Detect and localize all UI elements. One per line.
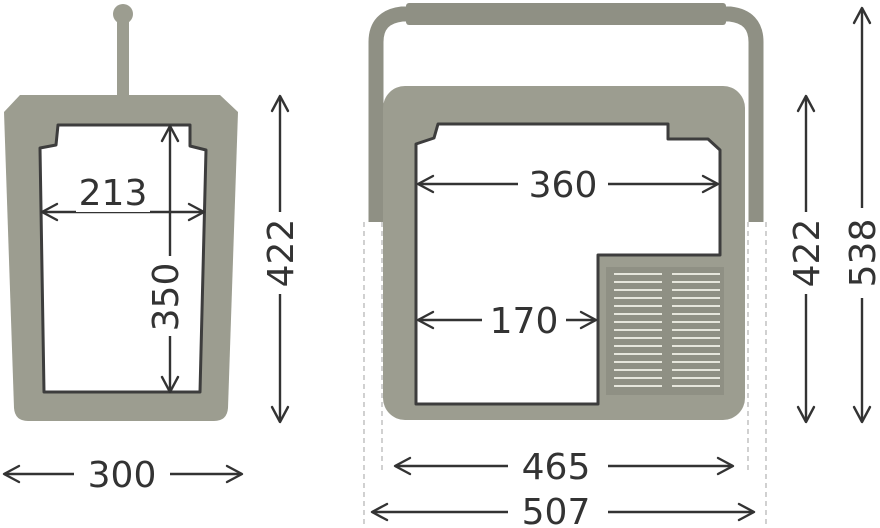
side-outer-height-label: 422 [261,219,302,288]
side-outer-width-label-bg [74,452,170,496]
side-inner-height-label-bg [148,256,192,336]
front-view: 360 170 422 538 465 507 [363,3,880,528]
side-view: 213 350 422 300 [2,4,304,496]
front-shelf-width-label: 170 [490,301,559,342]
front-inner-width-label-bg [518,164,608,206]
front-body-width-label-bg [508,444,608,488]
front-total-width-label: 507 [522,492,591,528]
front-body-height-label: 422 [787,219,828,288]
side-inner-height-label: 350 [146,263,187,332]
front-vent-slats [614,273,720,387]
side-inner-width-label: 213 [79,173,148,214]
side-inner-width-label-bg [76,172,150,212]
side-outer-height-label-bg [258,212,304,294]
front-body-height-label-bg [784,212,830,294]
side-outer-width-label: 300 [88,455,157,496]
front-shelf-width-label-bg [482,300,566,342]
front-body-width-label: 465 [522,447,591,488]
front-inner-width-label: 360 [529,165,598,206]
front-total-height-label-bg [840,208,880,298]
side-antenna-stem [117,15,129,97]
front-handle-grip [406,3,726,25]
side-antenna-knob [113,4,133,24]
front-total-width-label-bg [508,490,608,528]
front-total-height-label: 538 [843,219,880,288]
